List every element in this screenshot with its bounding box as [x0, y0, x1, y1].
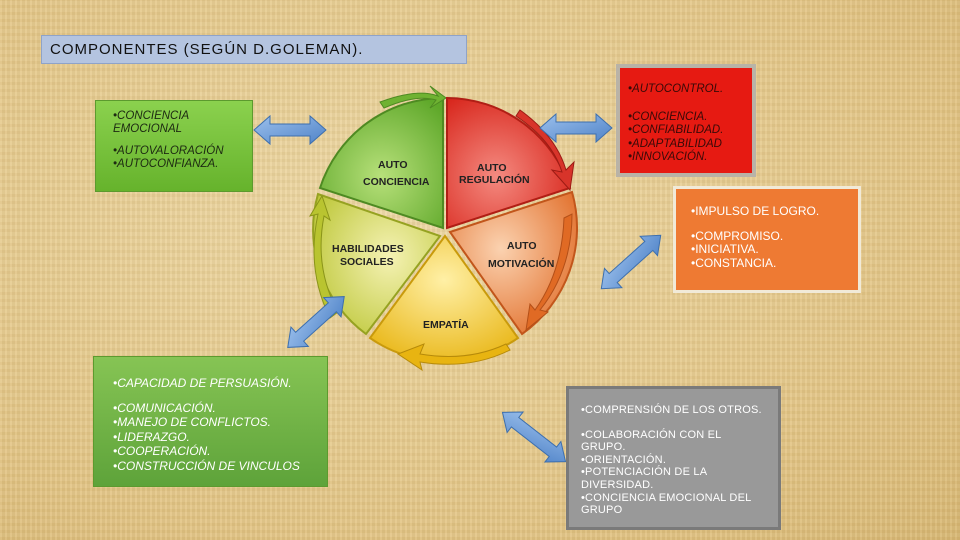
double-arrow-icon: [501, 411, 567, 463]
wheel-segment-automotivacion: [448, 190, 579, 336]
box-item: EMOCIONAL: [113, 123, 183, 135]
wheel-segment-autoconciencia: [318, 85, 447, 230]
box-item: •POTENCIACIÓN DE LA: [581, 466, 708, 479]
wheel-segment-empatia: [368, 234, 520, 372]
box-item: •CONCIENCIA EMOCIONAL DEL: [581, 491, 752, 504]
label-empatia: EMPATÍA: [423, 318, 469, 331]
box-item: •CONFIABILIDAD.: [628, 124, 724, 136]
box-item: •CONCIENCIA.: [628, 110, 708, 123]
box-automotivacion: •IMPULSO DE LOGRO. •COMPROMISO. •INICIAT…: [673, 186, 861, 293]
box-item: •AUTOCONFIANZA.: [113, 158, 219, 170]
label-habilidades-1: HABILIDADES: [332, 243, 404, 255]
box-item: •IMPULSO DE LOGRO.: [691, 204, 820, 218]
box-item: •INICIATIVA.: [691, 242, 759, 256]
label-autoconciencia-2: CONCIENCIA: [363, 176, 430, 188]
box-item: •MANEJO DE CONFLICTOS.: [113, 415, 271, 429]
label-habilidades-2: SOCIALES: [340, 256, 394, 268]
label-autoconciencia-1: AUTO: [378, 159, 408, 171]
box-item: •INNOVACIÓN.: [628, 151, 708, 163]
page-title: COMPONENTES (SEGÚN D.GOLEMAN).: [41, 35, 467, 64]
box-item: •COLABORACIÓN CON EL: [581, 428, 722, 441]
double-arrow-icon: [600, 234, 662, 290]
wheel-segment-autorregulacion: [446, 96, 575, 230]
box-item: •COMPROMISO.: [691, 228, 784, 243]
label-autorregulacion-2: REGULACIÓN: [459, 173, 530, 186]
box-item: •COOPERACIÓN.: [113, 444, 211, 458]
box-item: •AUTOVALORACIÓN: [113, 145, 224, 157]
box-item: •LIDERAZGO.: [113, 429, 190, 444]
double-arrow-icon: [253, 114, 327, 146]
box-autoconciencia: •CONCIENCIA EMOCIONAL •AUTOVALORACIÓN •A…: [95, 100, 253, 192]
box-item: GRUPO.: [581, 441, 626, 454]
label-automotivacion-1: AUTO: [507, 240, 537, 252]
label-autorregulacion-1: AUTO: [477, 162, 507, 174]
box-item: •CONSTRUCCIÓN DE VINCULOS: [113, 458, 300, 473]
box-item: •COMUNICACIÓN.: [113, 400, 216, 415]
box-empatia: •COMPRENSIÓN DE LOS OTROS. •COLABORACIÓN…: [566, 386, 781, 530]
box-item: •ORIENTACIÓN.: [581, 453, 667, 466]
box-item: •COMPRENSIÓN DE LOS OTROS.: [581, 404, 762, 416]
box-item: •ADAPTABILIDAD: [628, 137, 722, 150]
box-item: •AUTOCONTROL.: [628, 83, 724, 95]
box-autorregulacion: •AUTOCONTROL. •CONCIENCIA. •CONFIABILIDA…: [616, 64, 756, 177]
box-item: DIVERSIDAD.: [581, 478, 654, 491]
box-habilidades-sociales: •CAPACIDAD DE PERSUASIÓN. •COMUNICACIÓN.…: [93, 356, 328, 487]
box-item: •CAPACIDAD DE PERSUASIÓN.: [113, 376, 292, 390]
box-item: GRUPO: [581, 504, 623, 517]
double-arrow-icon: [539, 112, 613, 144]
box-item: •CONSTANCIA.: [691, 255, 777, 270]
wheel-segment-habilidades-sociales: [308, 192, 442, 336]
label-automotivacion-2: MOTIVACIÓN: [488, 257, 554, 270]
double-arrow-icon: [287, 296, 345, 348]
box-item: •CONCIENCIA: [113, 110, 190, 122]
